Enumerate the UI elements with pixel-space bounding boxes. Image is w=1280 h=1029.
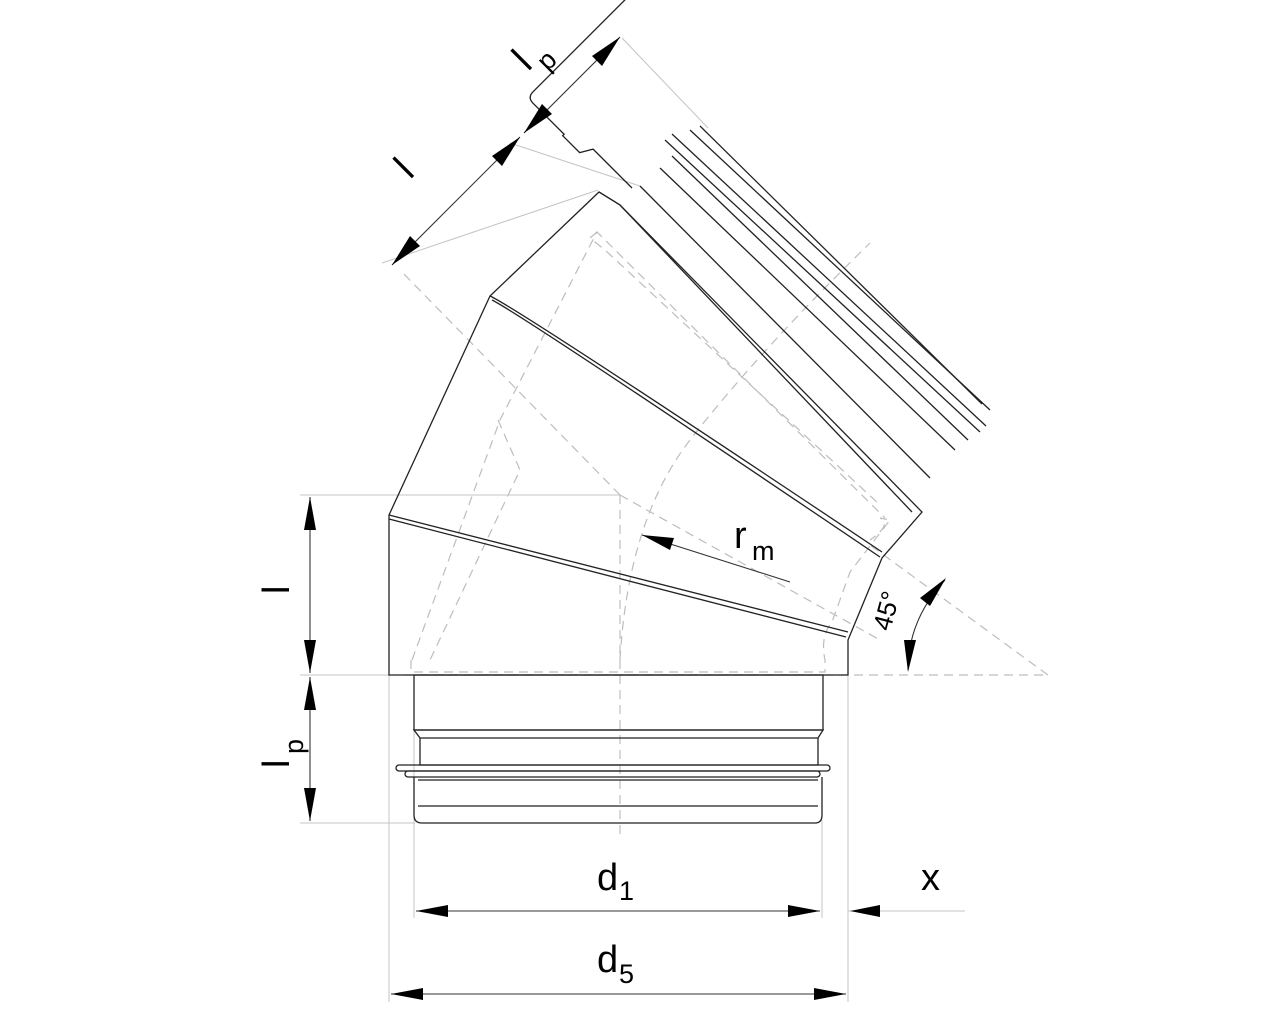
label-lp-top: l p — [505, 43, 563, 79]
dimension-lines — [304, 36, 946, 1000]
label-d1-sub: 1 — [619, 876, 634, 906]
label-d1: d 1 — [597, 857, 634, 906]
label-d5-main: d — [597, 939, 618, 981]
label-l-top: l — [387, 151, 423, 187]
label-d5: d 5 — [597, 939, 634, 989]
label-lp-left-sub: p — [279, 739, 309, 754]
label-x-main: x — [921, 857, 940, 899]
label-d1-main: d — [597, 857, 618, 899]
label-l-top-main: l — [387, 151, 423, 187]
label-lp-left-main: l — [256, 760, 298, 768]
label-l-left: l — [256, 586, 298, 594]
label-lp-left: l p — [256, 739, 309, 768]
label-rm-sub: m — [752, 536, 775, 566]
label-rm: r m — [734, 515, 775, 566]
label-angle: 45° — [867, 588, 906, 634]
label-d5-sub: 5 — [619, 959, 634, 989]
centre-lines — [399, 230, 1049, 835]
label-x: x — [921, 857, 940, 899]
bend-body — [388, 0, 991, 824]
label-l-left-main: l — [256, 586, 298, 594]
label-rm-main: r — [734, 515, 747, 557]
label-angle-text: 45° — [867, 588, 906, 634]
extension-lines — [300, 37, 965, 1002]
